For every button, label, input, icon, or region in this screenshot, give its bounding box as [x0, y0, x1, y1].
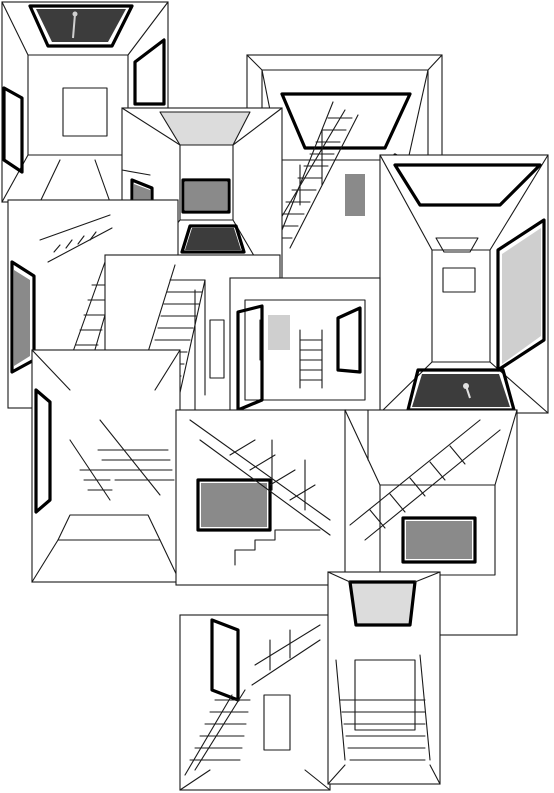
skylight-with-figure — [28, 4, 134, 48]
stair-flight-bottom — [184, 624, 321, 776]
panel-small-stair-view — [229, 277, 381, 414]
panel-top-left-room — [1, 1, 169, 203]
panel-middle-zigzag — [175, 409, 347, 586]
stair-flight-diagonal-right — [349, 419, 501, 541]
stair-flight-middle — [189, 419, 331, 536]
panel-bottom-right-stair — [327, 571, 441, 785]
panel-bottom-stair — [179, 614, 331, 791]
panel-lower-left-stair — [31, 349, 181, 583]
panel-center-back-room — [121, 107, 283, 284]
stair-flight-lower-left — [69, 419, 175, 501]
stair-steps-lower-middle — [234, 529, 321, 566]
stair-flight-bottom-right — [335, 654, 431, 761]
panel-right-floor-opening — [379, 154, 549, 414]
